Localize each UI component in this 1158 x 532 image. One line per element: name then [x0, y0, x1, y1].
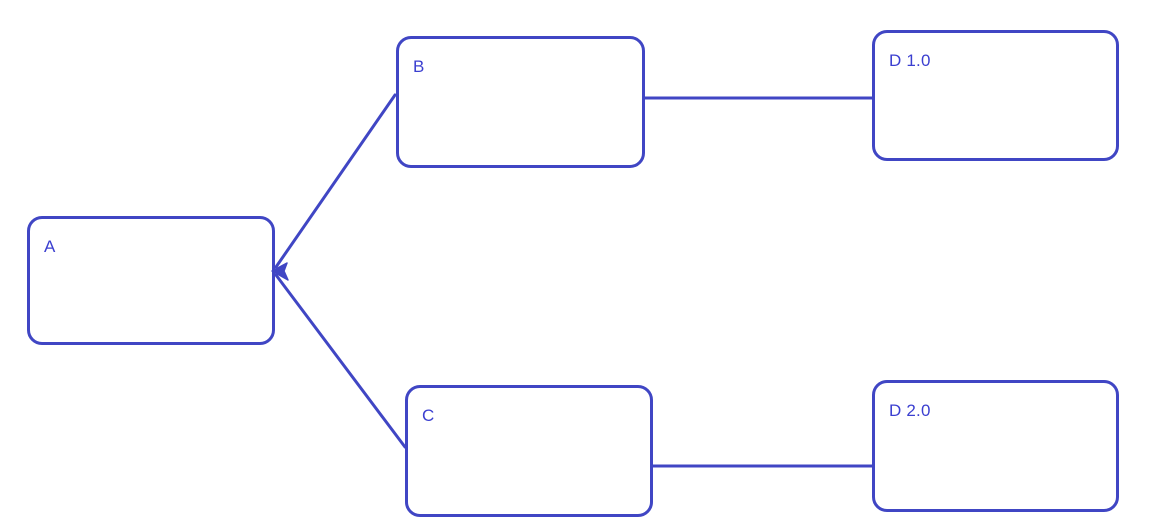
node-a-label: A [44, 237, 56, 256]
node-c-label: C [422, 406, 435, 425]
node-a[interactable]: A [27, 216, 275, 345]
edge-b-to-a [274, 93, 397, 269]
edge-c-to-a [274, 273, 407, 449]
node-c[interactable]: C [405, 385, 653, 517]
node-b[interactable]: B [396, 36, 645, 168]
node-b-label: B [413, 57, 425, 76]
node-d1[interactable]: D 1.0 [872, 30, 1119, 161]
arrowhead-into-a [271, 262, 289, 281]
node-d2[interactable]: D 2.0 [872, 380, 1119, 512]
node-d1-label: D 1.0 [889, 51, 931, 70]
node-d2-label: D 2.0 [889, 401, 931, 420]
